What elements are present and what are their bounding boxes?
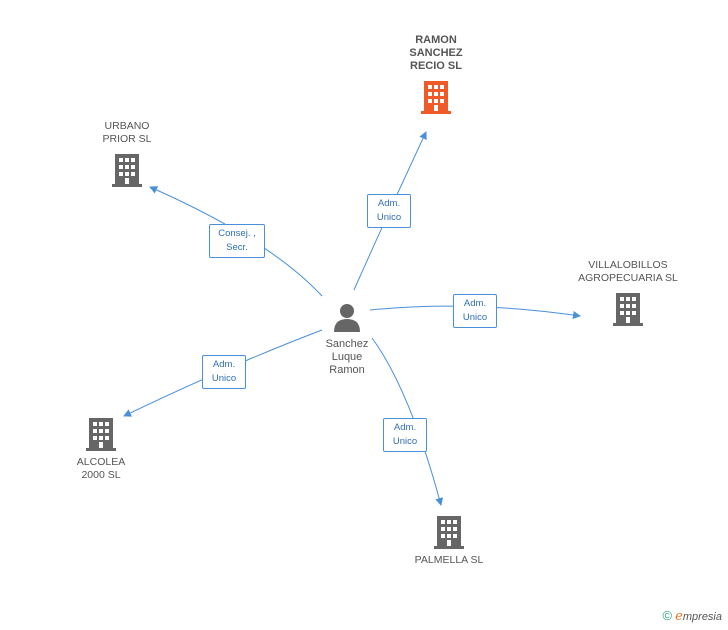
building-icon (86, 418, 116, 451)
brand-name: mpresia (682, 611, 722, 623)
building-icon (112, 154, 142, 187)
company-label: PALMELLA SL (414, 554, 484, 566)
role-label-ramon[interactable]: Adm.Unico (367, 194, 411, 228)
person-icon (334, 304, 360, 332)
role-label-alcolea[interactable]: Adm.Unico (202, 355, 246, 389)
building-icon (434, 516, 464, 549)
footer-brand: © empresia (663, 608, 722, 624)
role-label-urbano[interactable]: Consej. ,Secr. (209, 224, 265, 258)
copyright-icon: © (662, 608, 673, 623)
person-label: Sanchez Luque Ramon (325, 338, 369, 376)
person-sanchez-luque-ramon[interactable]: Sanchez Luque Ramon (314, 302, 380, 377)
company-palmella[interactable]: PALMELLA SL (404, 514, 494, 567)
edge-palmella (371, 337, 444, 506)
building-icon (613, 293, 643, 326)
role-label-villalobillos[interactable]: Adm.Unico (453, 294, 497, 328)
brand-initial: e (675, 609, 683, 624)
role-label-palmella[interactable]: Adm.Unico (383, 418, 427, 452)
building-icon (421, 81, 451, 114)
